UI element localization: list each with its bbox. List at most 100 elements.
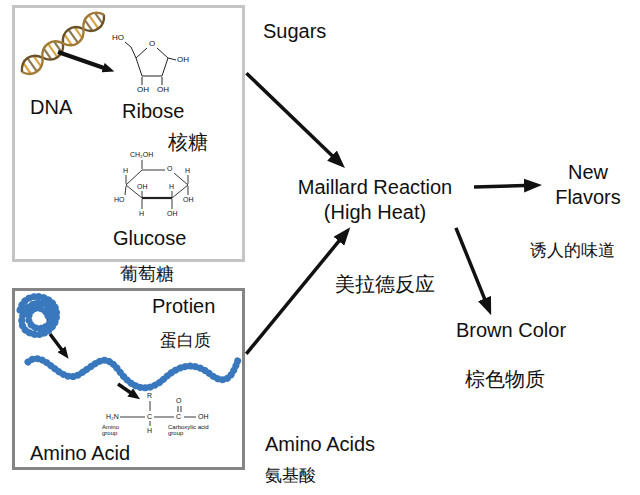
group-note: Amino group bbox=[102, 424, 132, 436]
atom-label: H bbox=[185, 167, 190, 174]
bond bbox=[172, 191, 173, 197]
ribose-structure bbox=[125, 42, 176, 85]
protein-beads bbox=[20, 296, 57, 334]
bond bbox=[150, 401, 151, 411]
dna-helix bbox=[17, 8, 108, 79]
group-note: Carboxylic acid group bbox=[168, 424, 214, 436]
node-text: 棕色物质 bbox=[465, 368, 545, 391]
atom-label: H bbox=[147, 427, 152, 434]
bond bbox=[142, 199, 143, 209]
atom-label: OH bbox=[157, 86, 169, 94]
pointer-arrow bbox=[50, 334, 62, 350]
flow-arrow bbox=[246, 240, 339, 353]
bond bbox=[125, 186, 126, 195]
group-label: 氨基酸 bbox=[265, 466, 316, 486]
base-pair bbox=[85, 21, 92, 31]
sugar-panel: DNARibose核糖Glucose葡萄糖 bbox=[12, 5, 245, 262]
node-text: Ribose bbox=[122, 100, 184, 123]
bond bbox=[181, 406, 182, 412]
atom-label: OH bbox=[177, 56, 189, 64]
bond bbox=[142, 160, 143, 169]
bond bbox=[120, 417, 145, 418]
atom-label: OH bbox=[167, 210, 178, 217]
protein-chain bbox=[28, 359, 238, 388]
atom-label: H bbox=[123, 167, 128, 174]
protein-backbone bbox=[20, 296, 57, 334]
node-text: 葡萄糖 bbox=[120, 264, 174, 285]
node-text: Amino Acid bbox=[30, 442, 130, 465]
node-text: 核糖 bbox=[168, 131, 208, 154]
base-pair bbox=[44, 49, 51, 59]
atom-label: O bbox=[149, 40, 155, 48]
atom-label: R bbox=[147, 392, 152, 399]
node-text: 蛋白质 bbox=[160, 331, 211, 351]
atom-label: OH bbox=[183, 196, 194, 203]
base-pair bbox=[65, 35, 72, 45]
bond bbox=[142, 170, 165, 171]
atom-label: OH bbox=[137, 86, 149, 94]
bond bbox=[184, 417, 196, 418]
result-label: New Flavors诱人的味道 bbox=[546, 160, 630, 210]
pointer-arrow bbox=[58, 52, 104, 68]
bond bbox=[142, 77, 143, 85]
flow-arrow bbox=[246, 73, 332, 156]
node-title: DNA bbox=[30, 96, 72, 119]
node-title: Protien bbox=[152, 295, 215, 318]
base-pair bbox=[75, 28, 82, 38]
node-text: 美拉德反应 bbox=[335, 273, 435, 296]
bond bbox=[142, 191, 143, 197]
atom-label: C bbox=[176, 413, 181, 420]
flow-arrow bbox=[474, 186, 525, 187]
bond bbox=[126, 170, 142, 185]
folded-protein bbox=[20, 296, 57, 334]
base-pair bbox=[54, 42, 61, 52]
bond bbox=[162, 77, 163, 85]
chain-backbone bbox=[28, 359, 238, 388]
bond bbox=[178, 406, 179, 412]
atom-label: HO bbox=[112, 34, 124, 42]
bond bbox=[154, 417, 174, 418]
bond bbox=[188, 186, 189, 195]
bond bbox=[157, 48, 168, 58]
node-title: New Flavors bbox=[546, 160, 630, 210]
base-pair bbox=[24, 64, 31, 74]
bond bbox=[142, 197, 172, 199]
bond bbox=[125, 42, 136, 58]
chain-beads bbox=[28, 359, 238, 388]
result-label: Brown Color棕色物质 bbox=[456, 318, 566, 343]
base-pair bbox=[34, 56, 41, 66]
bond bbox=[142, 76, 162, 77]
bond bbox=[136, 48, 147, 58]
glucose-structure bbox=[125, 160, 188, 209]
node-text: 诱人的味道 bbox=[530, 241, 615, 261]
bond bbox=[174, 173, 188, 185]
base-pair bbox=[95, 13, 102, 23]
bond bbox=[150, 421, 151, 426]
reaction-label: Maillard Reaction (High Heat)美拉德反应 bbox=[280, 175, 470, 225]
atom-label: OH bbox=[198, 413, 209, 420]
pointer-arrow bbox=[118, 384, 131, 393]
node-title: Brown Color bbox=[456, 318, 566, 343]
group-label: Sugars bbox=[263, 20, 326, 43]
atom-label: H bbox=[169, 183, 174, 190]
amino-acid-structure bbox=[120, 401, 196, 426]
flow-arrow bbox=[456, 228, 485, 300]
group-label: Amino Acids bbox=[265, 433, 375, 456]
node-title: Maillard Reaction (High Heat) bbox=[280, 175, 470, 225]
bond bbox=[136, 58, 142, 76]
atom-label: C bbox=[147, 413, 152, 420]
bond bbox=[162, 58, 168, 76]
atom-label: OH bbox=[137, 183, 148, 190]
bond bbox=[168, 58, 176, 60]
atom-label: H₂N bbox=[106, 413, 119, 420]
bond bbox=[188, 175, 189, 184]
node-text: Glucose bbox=[113, 227, 186, 250]
atom-label: HO bbox=[114, 196, 125, 203]
atom-label: O bbox=[176, 397, 181, 404]
atom-label: CH₂OH bbox=[130, 151, 153, 158]
atom-label: H bbox=[139, 210, 144, 217]
bond bbox=[172, 199, 173, 209]
atom-label: O bbox=[167, 165, 172, 172]
protein-panel: Protien 蛋白质 Amino Acid bbox=[12, 288, 245, 470]
